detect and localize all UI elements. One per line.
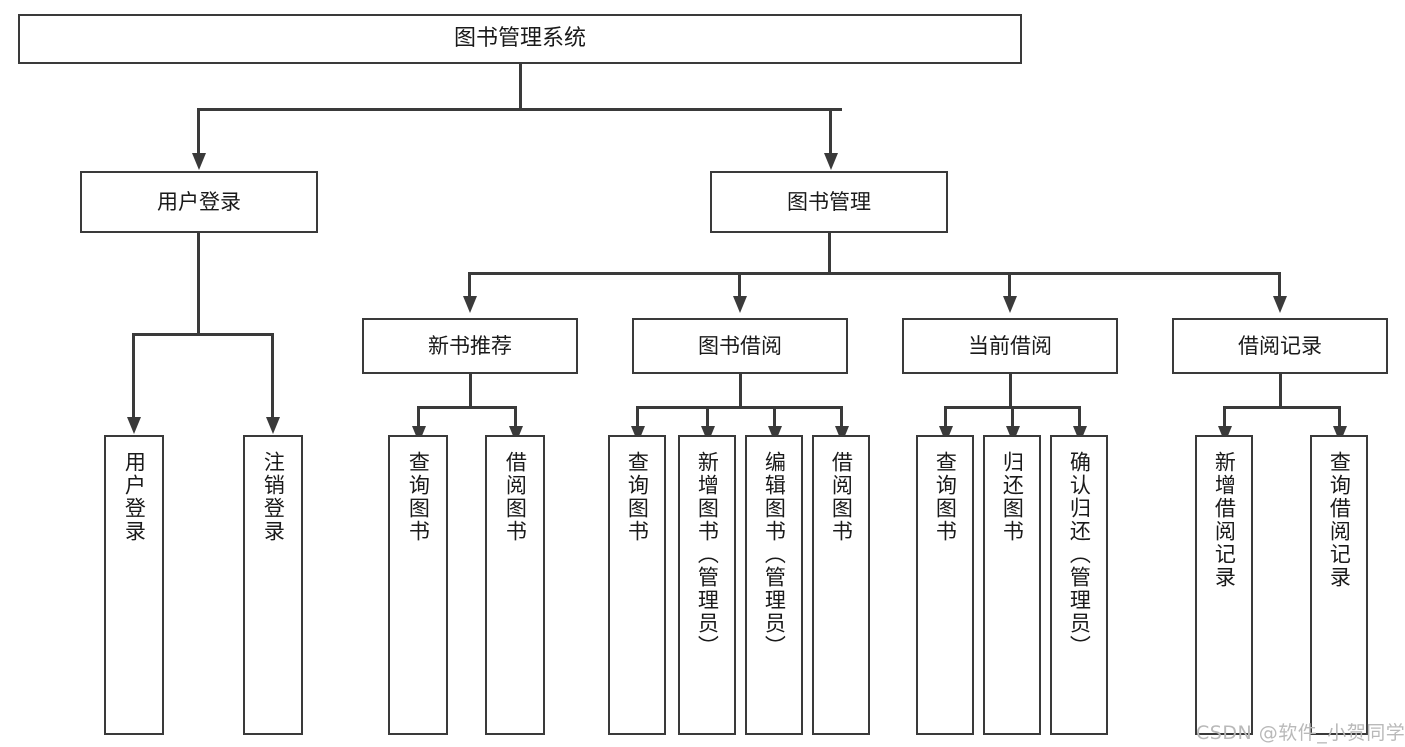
group-book-borrow-drop-2	[773, 406, 776, 426]
node-book-borrow[interactable]: 图书借阅	[632, 318, 848, 374]
arrow-to-user-login	[191, 153, 206, 170]
book-management-drop-0	[468, 272, 471, 296]
node-leaf-borrow-book-recommend[interactable]: 借阅图书	[485, 435, 545, 735]
group-book-borrow-drop-3	[840, 406, 843, 426]
csdn-watermark: CSDN @软件_小贺同学	[1196, 722, 1405, 744]
node-leaf-query-book-current[interactable]: 查询图书	[916, 435, 974, 735]
node-leaf-return-book[interactable]: 归还图书	[983, 435, 1041, 735]
arrow-to-book-borrow	[732, 296, 747, 313]
node-leaf-confirm-return-admin-label: 确认归还（管理员）	[1067, 451, 1092, 658]
group-current-borrow-drop-2	[1078, 406, 1081, 426]
group-new-book-recommend-branch-bar	[417, 406, 514, 409]
root-stem	[519, 64, 522, 108]
node-user-login[interactable]: 用户登录	[80, 171, 318, 233]
node-leaf-borrow-book[interactable]: 借阅图书	[812, 435, 870, 735]
user-login-drop-right	[271, 333, 274, 417]
arrow-to-new-book-recommend	[462, 296, 477, 313]
node-borrow-record[interactable]: 借阅记录	[1172, 318, 1388, 374]
node-leaf-add-book-admin[interactable]: 新增图书（管理员）	[678, 435, 736, 735]
user-login-stem	[197, 233, 200, 333]
node-leaf-query-borrow-record-label: 查询借阅记录	[1327, 451, 1352, 589]
node-leaf-user-login[interactable]: 用户登录	[104, 435, 164, 735]
node-book-management-label: 图书管理	[787, 189, 871, 214]
user-login-branch-bar	[132, 333, 274, 336]
group-new-book-recommend-drop-0	[417, 406, 420, 426]
node-leaf-query-book-borrow-label: 查询图书	[625, 451, 650, 543]
node-new-book-recommend[interactable]: 新书推荐	[362, 318, 578, 374]
node-current-borrow[interactable]: 当前借阅	[902, 318, 1118, 374]
node-system-root[interactable]: 图书管理系统	[18, 14, 1022, 64]
group-current-borrow-branch-bar	[944, 406, 1078, 409]
node-leaf-add-borrow-record[interactable]: 新增借阅记录	[1195, 435, 1253, 735]
group-current-borrow-drop-0	[944, 406, 947, 426]
group-borrow-record-branch-bar	[1223, 406, 1338, 409]
group-borrow-record-drop-0	[1223, 406, 1226, 426]
node-leaf-borrow-book-recommend-label: 借阅图书	[503, 451, 528, 543]
book-management-drop-2	[1008, 272, 1011, 296]
node-leaf-query-book-current-label: 查询图书	[933, 451, 958, 543]
node-new-book-recommend-label: 新书推荐	[428, 333, 512, 358]
node-current-borrow-label: 当前借阅	[968, 333, 1052, 358]
node-leaf-return-book-label: 归还图书	[1000, 451, 1025, 543]
group-book-borrow-drop-1	[706, 406, 709, 426]
group-book-borrow-branch-bar	[636, 406, 840, 409]
root-branch-bar	[197, 108, 842, 111]
arrow-to-leaf-logout	[265, 417, 280, 434]
node-leaf-edit-book-admin-label: 编辑图书（管理员）	[762, 451, 787, 658]
arrow-to-leaf-user-login	[126, 417, 141, 434]
arrow-to-current-borrow	[1002, 296, 1017, 313]
root-drop-left	[197, 108, 200, 153]
node-leaf-edit-book-admin[interactable]: 编辑图书（管理员）	[745, 435, 803, 735]
book-management-drop-3	[1278, 272, 1281, 296]
group-book-borrow-stem	[739, 374, 742, 406]
node-leaf-borrow-book-label: 借阅图书	[829, 451, 854, 543]
user-login-drop-left	[132, 333, 135, 417]
node-leaf-query-book-borrow[interactable]: 查询图书	[608, 435, 666, 735]
group-borrow-record-drop-1	[1338, 406, 1341, 426]
node-borrow-record-label: 借阅记录	[1238, 333, 1322, 358]
node-leaf-query-book-recommend[interactable]: 查询图书	[388, 435, 448, 735]
node-leaf-add-borrow-record-label: 新增借阅记录	[1212, 451, 1237, 589]
node-book-management[interactable]: 图书管理	[710, 171, 948, 233]
group-new-book-recommend-drop-1	[514, 406, 517, 426]
arrow-to-borrow-record	[1272, 296, 1287, 313]
book-management-drop-1	[738, 272, 741, 296]
group-current-borrow-drop-1	[1011, 406, 1014, 426]
root-drop-right	[829, 108, 832, 153]
node-user-login-label: 用户登录	[157, 189, 241, 214]
node-leaf-add-book-admin-label: 新增图书（管理员）	[695, 451, 720, 658]
node-leaf-logout[interactable]: 注销登录	[243, 435, 303, 735]
node-system-root-label: 图书管理系统	[453, 26, 586, 52]
book-management-branch-bar	[468, 272, 1280, 275]
node-leaf-query-borrow-record[interactable]: 查询借阅记录	[1310, 435, 1368, 735]
group-book-borrow-drop-0	[636, 406, 639, 426]
book-management-stem	[828, 233, 831, 272]
node-leaf-user-login-label: 用户登录	[122, 451, 147, 543]
node-leaf-logout-label: 注销登录	[261, 451, 286, 543]
group-borrow-record-stem	[1279, 374, 1282, 406]
node-book-borrow-label: 图书借阅	[698, 333, 782, 358]
arrow-to-book-management	[823, 153, 838, 170]
node-leaf-confirm-return-admin[interactable]: 确认归还（管理员）	[1050, 435, 1108, 735]
group-current-borrow-stem	[1009, 374, 1012, 406]
node-leaf-query-book-recommend-label: 查询图书	[406, 451, 431, 543]
group-new-book-recommend-stem	[469, 374, 472, 406]
